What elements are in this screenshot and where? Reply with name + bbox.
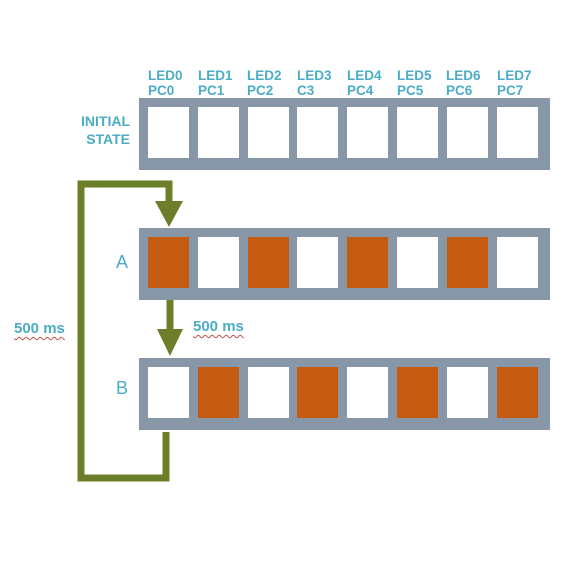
led-cell-6-on [446, 237, 488, 288]
loop-timing-label: 500 ms [14, 320, 65, 337]
row-label-a: A [115, 252, 128, 272]
led-cell-3-off [297, 107, 339, 158]
led-cell-0-off [148, 107, 189, 158]
led-cell-5-off [397, 107, 438, 158]
row-label-b: B [115, 378, 128, 398]
led-cell-5-off [397, 237, 438, 288]
led-cell-2-off [247, 107, 289, 158]
led-strip-a [139, 228, 550, 300]
led-cell-5-on [397, 367, 438, 418]
led-cell-0-on [148, 237, 189, 288]
led-cell-6-off [446, 107, 488, 158]
loop-connector [77, 180, 173, 482]
led-cell-3-on [297, 367, 339, 418]
led-cell-0-off [148, 367, 189, 418]
led-cell-1-off [197, 237, 239, 288]
led-cell-3-off [297, 237, 339, 288]
loop-arrowhead [155, 201, 183, 227]
led-cell-4-off [347, 107, 389, 158]
led-cell-4-on [347, 237, 389, 288]
led-cell-6-off [446, 367, 488, 418]
step-timing-label: 500 ms [193, 318, 244, 335]
led-strip-initial [139, 98, 550, 170]
led-cell-2-on [247, 237, 289, 288]
led-cell-7-off [496, 237, 538, 288]
led-cell-7-off [496, 107, 538, 158]
led-strip-b [139, 358, 550, 430]
led-cell-1-on [197, 367, 239, 418]
led-cell-7-on [496, 367, 538, 418]
led-cell-2-off [247, 367, 289, 418]
row-label-initial-state: INITIAL STATE [81, 113, 130, 147]
step-arrowhead [157, 329, 183, 356]
led-cell-1-off [197, 107, 239, 158]
led-cell-4-off [347, 367, 389, 418]
